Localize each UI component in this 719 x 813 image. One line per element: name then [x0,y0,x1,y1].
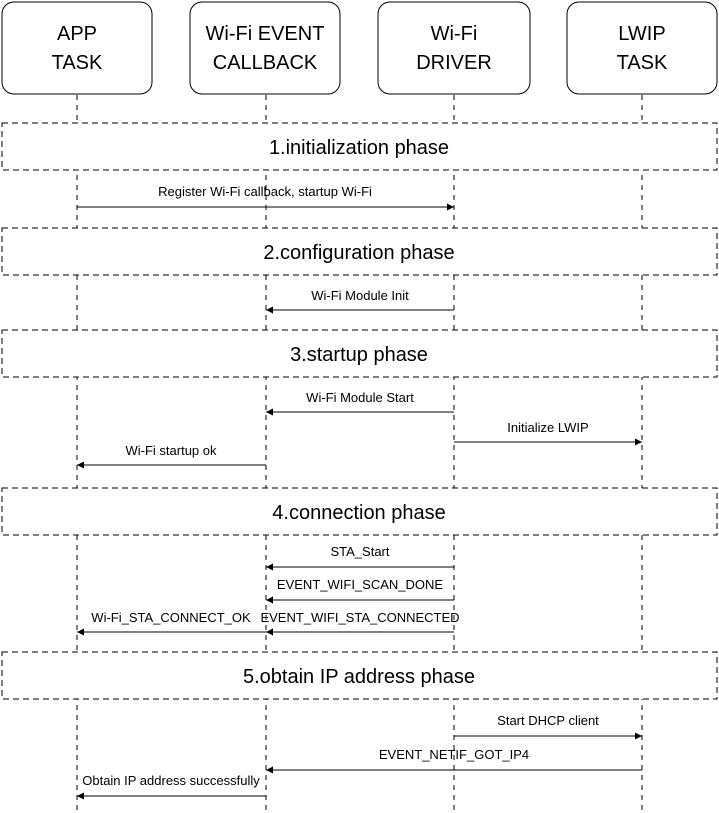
phase-initialization-label: 1.initialization phase [269,137,449,159]
message-sta-connected-label: EVENT_WIFI_STA_CONNECTED [260,610,459,625]
message-got-ip: EVENT_NETIF_GOT_IP4 [266,747,642,774]
actor-lwip-label-line1: LWIP [618,23,665,45]
phase-connection-box [1,487,718,536]
message-startup-ok-label: Wi-Fi startup ok [125,443,217,458]
message-sta-start: STA_Start [266,544,454,571]
message-module-init-label: Wi-Fi Module Init [311,288,409,303]
phase-initialization-box [1,122,718,171]
actor-lwip: LWIP TASK [566,1,718,95]
actor-callback: Wi-Fi EVENT CALLBACK [189,1,341,95]
message-module-init: Wi-Fi Module Init [266,288,454,314]
actor-driver-label-line1: Wi-Fi [431,23,478,45]
message-module-start-label: Wi-Fi Module Start [306,390,414,405]
message-obtain-ip-success: Obtain IP address successfully [77,773,266,800]
actor-driver-box [377,1,531,95]
phase-connection-label: 4.connection phase [272,502,445,524]
message-sta-start-label: STA_Start [330,544,389,559]
actor-app-box [1,1,153,95]
message-startup-ok: Wi-Fi startup ok [77,443,266,469]
message-sta-connected: EVENT_WIFI_STA_CONNECTED [260,610,460,636]
message-obtain-ip-success-label: Obtain IP address successfully [82,773,260,788]
actor-callback-label-line2: CALLBACK [213,52,318,74]
phase-configuration-box [1,227,718,276]
actor-app-label-line2: TASK [52,52,103,74]
phase-configuration-label: 2.configuration phase [263,242,454,264]
phase-initialization: 1.initialization phase [1,122,718,171]
message-register-callback: Register Wi-Fi callback, startup Wi-Fi [77,184,454,211]
message-connect-ok: Wi-Fi_STA_CONNECT_OK [77,610,266,636]
message-dhcp-client: Start DHCP client [454,713,642,740]
actor-driver-label-line2: DRIVER [416,52,492,74]
message-module-start: Wi-Fi Module Start [266,390,454,416]
actor-callback-label-line1: Wi-Fi EVENT [206,23,325,45]
actor-callback-box [189,1,341,95]
actor-app: APP TASK [1,1,153,95]
message-connect-ok-label: Wi-Fi_STA_CONNECT_OK [91,610,251,625]
phase-configuration: 2.configuration phase [1,227,718,276]
phase-startup-label: 3.startup phase [290,344,428,366]
phase-obtain-ip: 5.obtain IP address phase [1,651,718,700]
message-initialize-lwip-label: Initialize LWIP [507,420,588,435]
message-dhcp-client-label: Start DHCP client [497,713,599,728]
actor-driver: Wi-Fi DRIVER [377,1,531,95]
message-register-callback-label: Register Wi-Fi callback, startup Wi-Fi [158,184,372,199]
actor-lwip-label-line2: TASK [617,52,668,74]
message-scan-done: EVENT_WIFI_SCAN_DONE [266,577,454,604]
actor-app-label-line1: APP [57,23,97,45]
phase-startup: 3.startup phase [1,329,718,378]
phase-obtain-ip-box [1,651,718,700]
phase-connection: 4.connection phase [1,487,718,536]
message-got-ip-label: EVENT_NETIF_GOT_IP4 [379,747,529,762]
phase-startup-box [1,329,718,378]
actor-lwip-box [566,1,718,95]
message-initialize-lwip: Initialize LWIP [454,420,642,446]
phase-obtain-ip-label: 5.obtain IP address phase [243,666,475,688]
message-scan-done-label: EVENT_WIFI_SCAN_DONE [277,577,443,592]
